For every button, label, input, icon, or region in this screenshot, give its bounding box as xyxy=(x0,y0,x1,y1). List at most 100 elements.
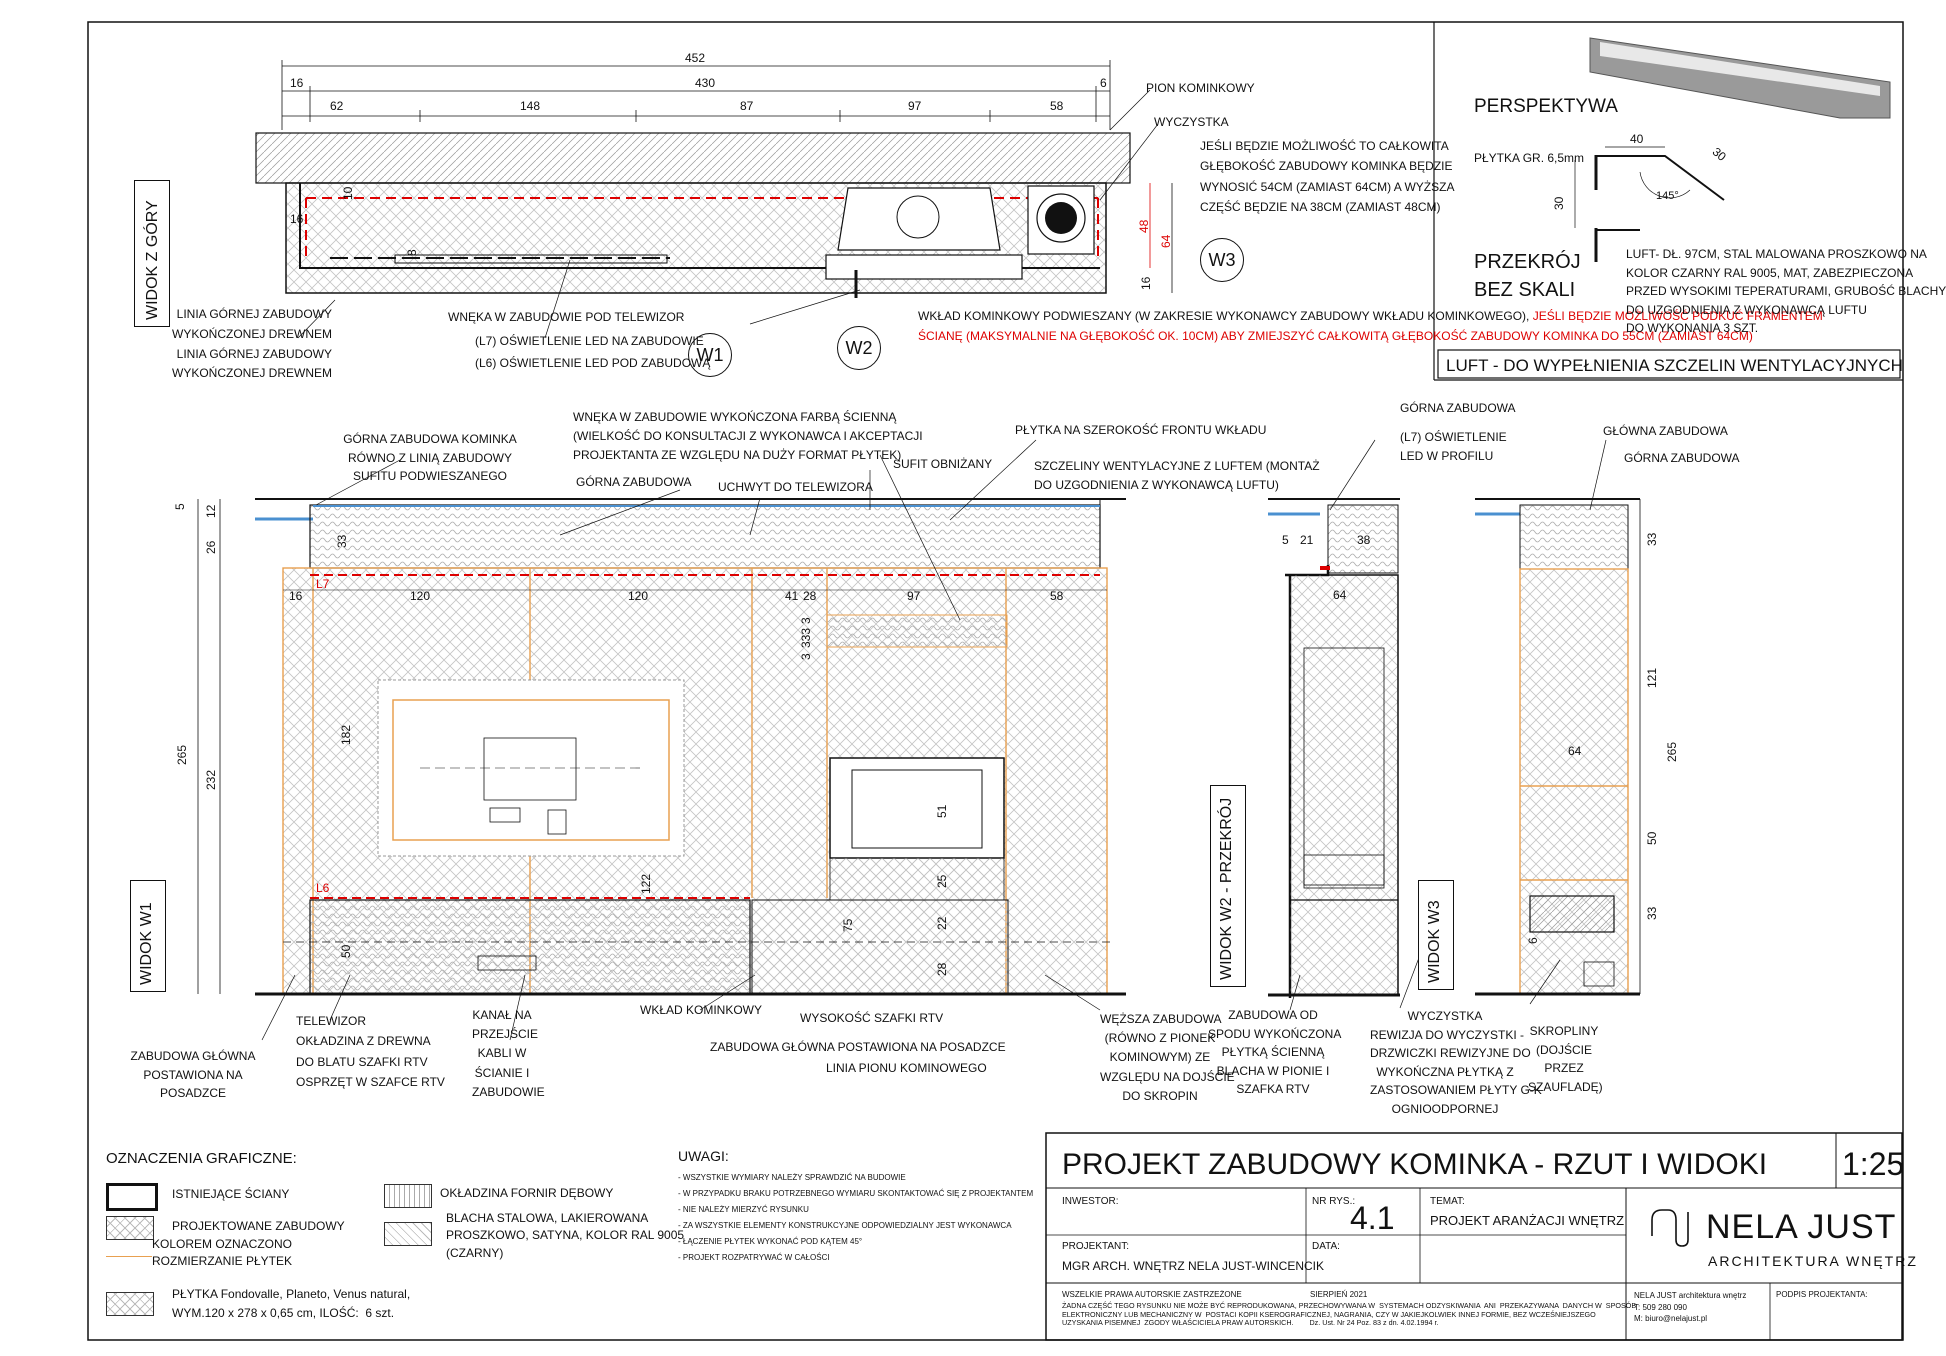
temat-value: PROJEKT ARANŻACJI WNĘTRZ xyxy=(1430,1213,1625,1228)
dim-452: 452 xyxy=(684,51,706,65)
uwagi-item-1: - WSZYSTKIE WYMIARY NALEŻY SPRAWDZIĆ NA … xyxy=(678,1173,906,1182)
w1-note-zab-pos: ZABUDOWA GŁÓWNA POSTAWIONA NA POSADZCE xyxy=(710,1040,1006,1054)
luft-przekroj: PRZEKRÓJ BEZ SKALI xyxy=(1474,251,1581,301)
contact-info: NELA JUST architektura wnętrz T: 509 280… xyxy=(1634,1291,1747,1324)
w1-dim-12: 12 xyxy=(204,504,218,518)
view-tag-w2 xyxy=(1210,785,1246,987)
luft-dim-30b: 30 xyxy=(1552,196,1566,210)
luft-detail xyxy=(1437,37,1901,379)
dim-58: 58 xyxy=(1050,99,1064,113)
legend-item-blacha: BLACHA STALOWA, LAKIEROWANA PROSZKOWO, S… xyxy=(446,1211,685,1260)
w2-dim-5: 5 xyxy=(1282,533,1289,547)
note-linia-gornej: LINIA GÓRNEJ ZABUDOWY WYKOŃCZONEJ DREWNE… xyxy=(172,307,332,381)
w1-note-uchwyt: UCHWYT DO TELEWIZORA xyxy=(718,480,873,494)
dim-97: 97 xyxy=(908,99,922,113)
w1-dim-265: 265 xyxy=(175,744,189,765)
w2-dim-38: 38 xyxy=(1357,533,1371,547)
w1-note-szafka: WYSOKOŚĆ SZAFKI RTV xyxy=(800,1011,944,1025)
view-tag-plan xyxy=(134,180,170,327)
w1-dim-26: 26 xyxy=(204,540,218,554)
dim-64: 64 xyxy=(1159,234,1173,248)
luft-desc: LUFT- DŁ. 97CM, STAL MALOWANA PROSZKOWO … xyxy=(1626,247,1946,336)
w1-note-sufit: SUFIT OBNIŻANY xyxy=(893,457,993,471)
luft-perspektywa: PERSPEKTYWA xyxy=(1474,96,1618,117)
uwagi-item-3: - NIE NALEŻY MIERZYĆ RYSUNKU xyxy=(678,1205,809,1214)
w3-note-glowna: GŁÓWNA ZABUDOWA xyxy=(1603,424,1728,438)
w3-dim-33a: 33 xyxy=(1645,532,1659,546)
w1-dim-58: 58 xyxy=(1050,589,1064,603)
drawing-scale: 1:25 xyxy=(1842,1146,1905,1182)
w1-dim-5: 5 xyxy=(173,503,187,510)
w1-note-gorna: GÓRNA ZABUDOWA xyxy=(576,475,692,489)
section-w2 xyxy=(1268,498,1400,998)
w3-label: WIDOK W3 xyxy=(1426,900,1443,983)
copyright-b: ŻADNA CZĘŚĆ TEGO RYSUNKU NIE MOŻE BYĆ RE… xyxy=(1062,1301,1637,1328)
w1-dim-122: 122 xyxy=(639,873,653,894)
luft-angle: 145° xyxy=(1656,190,1679,202)
w1-note-pion: LINIA PIONU KOMINOWEGO xyxy=(826,1061,987,1075)
nr-label: NR RYS.: xyxy=(1312,1196,1356,1207)
note-wneka-tv: WNĘKA W ZABUDOWIE POD TELEWIZOR xyxy=(448,310,685,324)
w1-note-zab-glowna: ZABUDOWA GŁÓWNA POSTAWIONA NA POSADZCE xyxy=(130,1049,256,1101)
w1-dim-51: 51 xyxy=(935,804,949,818)
tag-w3: W3 xyxy=(1200,238,1244,282)
luft-dim-40: 40 xyxy=(1630,132,1644,146)
temat-label: TEMAT: xyxy=(1430,1196,1465,1207)
mark-l6: L6 xyxy=(316,881,330,895)
note-wklad-c: ŚCIANĘ (MAKSYMALNIE NA GŁĘBOKOŚĆ OK. 10C… xyxy=(918,329,1753,344)
note-wyczystka: WYCZYSTKA xyxy=(1154,115,1229,129)
w3-dim-265: 265 xyxy=(1665,741,1679,762)
w1-note-wklad: WKŁAD KOMINKOWY xyxy=(640,1003,763,1017)
copyright-date: SIERPIEŃ 2021 xyxy=(1310,1290,1368,1299)
legend-swatch-walls xyxy=(106,1183,158,1211)
w1-dim-120b: 120 xyxy=(628,589,649,603)
dim-62: 62 xyxy=(330,99,344,113)
leader-lines xyxy=(261,89,1607,1041)
w1-dim-28b: 28 xyxy=(935,962,949,976)
sheet-frame xyxy=(87,21,1904,1341)
w1-note-wneka: WNĘKA W ZABUDOWIE WYKOŃCZONA FARBĄ ŚCIEN… xyxy=(573,410,923,463)
w3-note-skropliny: SKROPLINY (DOJŚCIE PRZEZ SZAUFLADĘ) xyxy=(1528,1024,1603,1094)
w1-note-gorna-kominka: GÓRNA ZABUDOWA KOMINKA RÓWNO Z LINIĄ ZAB… xyxy=(343,432,517,484)
w2-label: WIDOK W2 - PRZEKRÓJ xyxy=(1218,797,1235,980)
w1-dim-25: 25 xyxy=(935,874,949,888)
uwagi-item-2: - W PRZYPADKU BRAKU POTRZEBNEGO WYMIARU … xyxy=(678,1189,1034,1198)
w1-dim-75: 75 xyxy=(841,918,855,932)
tag-w2: W2 xyxy=(837,326,881,370)
w1-note-szczeliny: SZCZELINY WENTYLACYJNE Z LUFTEM (MONTAŻ … xyxy=(1034,459,1320,492)
w2-dim-21: 21 xyxy=(1300,533,1314,547)
legend-swatch-fornir xyxy=(384,1184,432,1208)
w1-note-wezsza: WĘŻSZA ZABUDOWA (RÓWNO Z PIONEK KOMINOWY… xyxy=(1100,1012,1235,1103)
dim-16c: 16 xyxy=(1139,276,1153,290)
w2-note-l7: (L7) OŚWIETLENIE LED W PROFILU xyxy=(1400,430,1507,464)
elevation-w3 xyxy=(1475,498,1641,996)
legend-swatch-blacha xyxy=(384,1222,432,1246)
projektant-value: MGR ARCH. WNĘTRZ NELA JUST-WINCENCIK xyxy=(1062,1259,1325,1273)
w3-dim-6: 6 xyxy=(1526,937,1540,944)
brand-sub: ARCHITEKTURA WNĘTRZ xyxy=(1708,1253,1918,1269)
w1-dim-97: 97 xyxy=(907,589,921,603)
data-label: DATA: xyxy=(1312,1241,1340,1252)
inwestor-label: INWESTOR: xyxy=(1062,1196,1119,1207)
w1-dim-16: 16 xyxy=(289,589,303,603)
plan-view-label: WIDOK Z GÓRY xyxy=(144,200,161,320)
projektant-label: PROJEKTANT: xyxy=(1062,1241,1130,1252)
legend-item-tiles-color: KOLOREM OZNACZONO ROZMIERZANIE PŁYTEK xyxy=(152,1237,293,1268)
note-l7: (L7) OŚWIETLENIE LED NA ZABUDOWIE xyxy=(475,334,704,348)
uwagi-item-4: - ZA WSZYSTKIE ELEMENTY KONSTRUKCYJNE OD… xyxy=(678,1221,1012,1230)
w1-dim-182: 182 xyxy=(339,724,353,745)
w2-note-gorna: GÓRNA ZABUDOWA xyxy=(1400,401,1516,415)
dim-87: 87 xyxy=(740,99,754,113)
drawing-title: PROJEKT ZABUDOWY KOMINKA - RZUT I WIDOKI xyxy=(1062,1148,1768,1181)
w1-dim-50: 50 xyxy=(339,944,353,958)
dim-6: 6 xyxy=(1100,76,1107,90)
legend-item-fornir: OKŁADZINA FORNIR DĘBOWY xyxy=(440,1186,614,1200)
w1-label: WIDOK W1 xyxy=(138,902,155,985)
legend-swatch-tiles xyxy=(106,1256,152,1257)
w2-dim-64: 64 xyxy=(1333,588,1347,602)
legend-item-plytka: PŁYTKA Fondovalle, Planeto, Venus natura… xyxy=(172,1287,411,1321)
w3-note-gorna: GÓRNA ZABUDOWA xyxy=(1624,451,1740,465)
tag-w1: W1 xyxy=(688,333,732,377)
podpis-label: PODPIS PROJEKTANTA: xyxy=(1776,1290,1868,1299)
w3-note-wyczystka: WYCZYSTKA REWIZJA DO WYCZYSTKI - DRZWICZ… xyxy=(1370,1009,1542,1116)
